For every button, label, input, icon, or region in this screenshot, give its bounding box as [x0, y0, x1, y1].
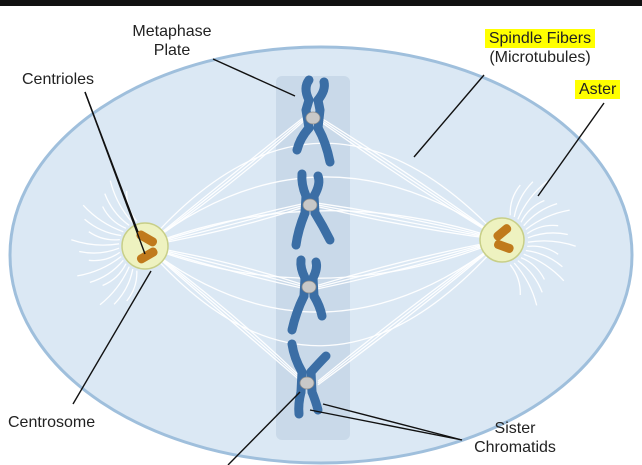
aster-label: Aster [575, 80, 621, 99]
centrioles-label: Centrioles [22, 71, 95, 88]
top-border [0, 0, 642, 6]
centriole [493, 224, 512, 241]
centrioles-pointer [84, 91, 146, 255]
centrosome-label: Centrosome [8, 414, 96, 431]
aster-ray [88, 251, 121, 262]
aster-ray [527, 232, 568, 239]
chromosome [292, 75, 335, 167]
sister-chromatids-label-line2: Chromatids [474, 439, 556, 456]
centromere [299, 376, 315, 390]
aster-ray [102, 206, 127, 229]
left-aster-rays [71, 180, 138, 306]
spindle-fiber [317, 115, 503, 241]
aster-ray [79, 247, 120, 254]
chromosome [287, 339, 331, 419]
sister-chromatid [292, 75, 314, 155]
centriole [136, 247, 158, 264]
aster-ray [513, 181, 534, 218]
metaphase-plate-label-line2: Plate [153, 42, 191, 59]
leader-lines [72, 58, 605, 465]
centriole [494, 239, 514, 253]
aster-ray [109, 180, 134, 224]
aster-ray [509, 264, 521, 296]
aster-ray [527, 245, 559, 255]
aster-ray [82, 204, 124, 233]
sister-chromatids-label: Sister Chromatids [455, 419, 575, 457]
centriole [136, 230, 158, 247]
metaphase-plate-label-line1: Metaphase [132, 23, 212, 40]
aster-ray [523, 202, 558, 227]
sister-chromatids-label-line1: Sister [494, 420, 536, 437]
metaphase-plate-pointer [212, 58, 296, 97]
aster-ray [88, 231, 120, 241]
metaphase-plate-label: Metaphase Plate [110, 22, 234, 60]
right-aster-rays [509, 180, 576, 306]
spindle-fiber [317, 239, 503, 386]
sister-chromatids-pointer [309, 409, 463, 441]
spindle-fibers-label-text: Spindle Fibers [484, 29, 596, 48]
aster-ray [126, 270, 138, 302]
left-centrosome [121, 222, 169, 270]
aster-ray [517, 180, 548, 220]
aster-ray [84, 218, 122, 237]
centrosome-pointer [72, 270, 152, 405]
centromere [301, 280, 317, 294]
centromere [305, 111, 321, 125]
aster-ray [509, 184, 521, 216]
centromere [302, 198, 318, 212]
aster-label-text: Aster [575, 80, 621, 99]
aster-ray [525, 249, 563, 268]
right-centrosome [479, 217, 525, 263]
polar-fiber [144, 210, 503, 247]
bottom-pointer [227, 391, 301, 465]
aster-pointer [537, 102, 605, 197]
aster-ray [523, 253, 565, 282]
aster-ray [104, 193, 130, 226]
spindle-fiber [317, 239, 503, 290]
aster-ray [525, 209, 570, 231]
spindle-fiber [144, 245, 306, 384]
spindle-fiber [317, 119, 503, 241]
aster-ray [102, 263, 127, 287]
aster-ray [527, 240, 576, 247]
aster-ray [77, 255, 122, 277]
aster-ray [517, 260, 543, 293]
aster-ray [71, 239, 120, 246]
spindle-fibers [144, 115, 503, 386]
aster-ray [520, 199, 545, 223]
aster-ray [99, 266, 130, 306]
spindle-fibers-pointer [413, 74, 485, 158]
aster-ray [520, 257, 545, 280]
chromosome [287, 255, 327, 335]
aster-ray [89, 259, 124, 284]
spindle-fiber [144, 115, 306, 247]
aster-ray [526, 224, 559, 235]
polar-fiber [144, 239, 503, 279]
chromosome [291, 169, 335, 250]
microtubules-label: (Microtubules) [489, 49, 591, 66]
spindle-fiber [317, 239, 503, 384]
aster-ray [513, 262, 538, 306]
spindle-fibers-label: Spindle Fibers (Microtubules) [460, 29, 620, 67]
sister-chromatids-pointer [322, 403, 463, 441]
polar-fiber [144, 239, 503, 347]
aster-ray [113, 268, 134, 305]
